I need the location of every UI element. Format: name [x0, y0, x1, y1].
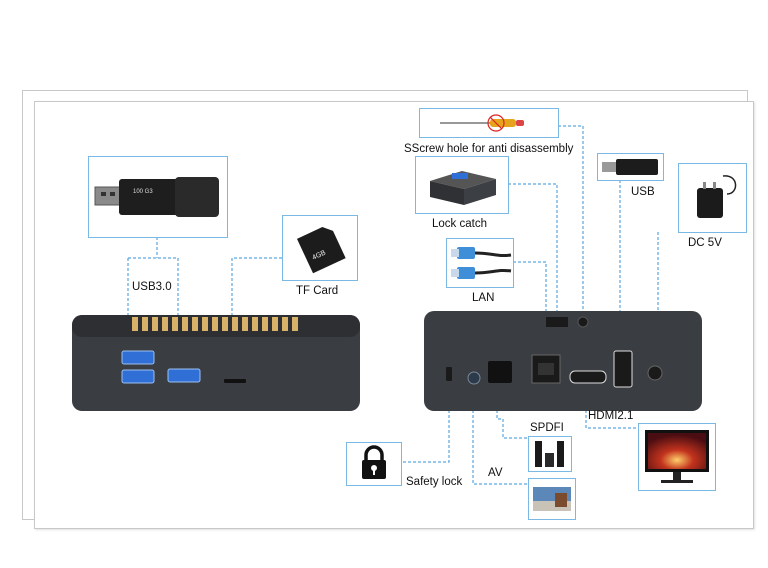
usb-dongle-box — [597, 153, 664, 181]
label-usb30: USB3.0 — [132, 281, 172, 293]
lock-catch-icon — [430, 171, 496, 205]
usb-flash-drive-icon: 100 G3 — [94, 177, 219, 217]
padlock-box — [346, 442, 402, 486]
label-lan: LAN — [472, 292, 495, 304]
tf-card-box: 4GB — [282, 215, 358, 281]
usb-flash-drive-box: 100 G3 — [88, 156, 228, 238]
lan-cable-icon — [451, 247, 512, 279]
label-safety-lock: Safety lock — [406, 476, 463, 488]
label-usb: USB — [631, 186, 655, 198]
label-spdif: SPDFI — [530, 422, 564, 434]
lan-cable-box — [446, 238, 514, 288]
device-rear — [422, 309, 704, 413]
av-picture-box — [528, 478, 576, 520]
screwdriver-box — [419, 108, 559, 138]
screwdriver-icon — [440, 114, 524, 132]
label-lock-catch: Lock catch — [432, 218, 487, 230]
padlock-icon — [362, 445, 386, 479]
label-screw-hole: SScrew hole for anti disassembly — [404, 143, 574, 155]
label-hdmi: HDMI2.1 — [588, 410, 634, 422]
lock-catch-box — [415, 156, 509, 214]
monitor-box — [638, 423, 716, 491]
label-av: AV — [488, 467, 503, 479]
speaker-box — [528, 436, 572, 472]
speaker-icon — [535, 441, 564, 467]
label-tf-card: TF Card — [296, 285, 339, 297]
power-adapter-icon — [697, 175, 737, 218]
av-picture-icon — [533, 487, 571, 511]
flash-drive-text: 100 G3 — [133, 189, 153, 195]
usb-dongle-icon — [602, 159, 658, 175]
monitor-icon — [645, 430, 709, 483]
device-front — [70, 307, 362, 413]
power-adapter-box — [678, 163, 747, 233]
sd-card-icon: 4GB — [296, 227, 346, 274]
label-dc: DC 5V — [688, 237, 722, 249]
